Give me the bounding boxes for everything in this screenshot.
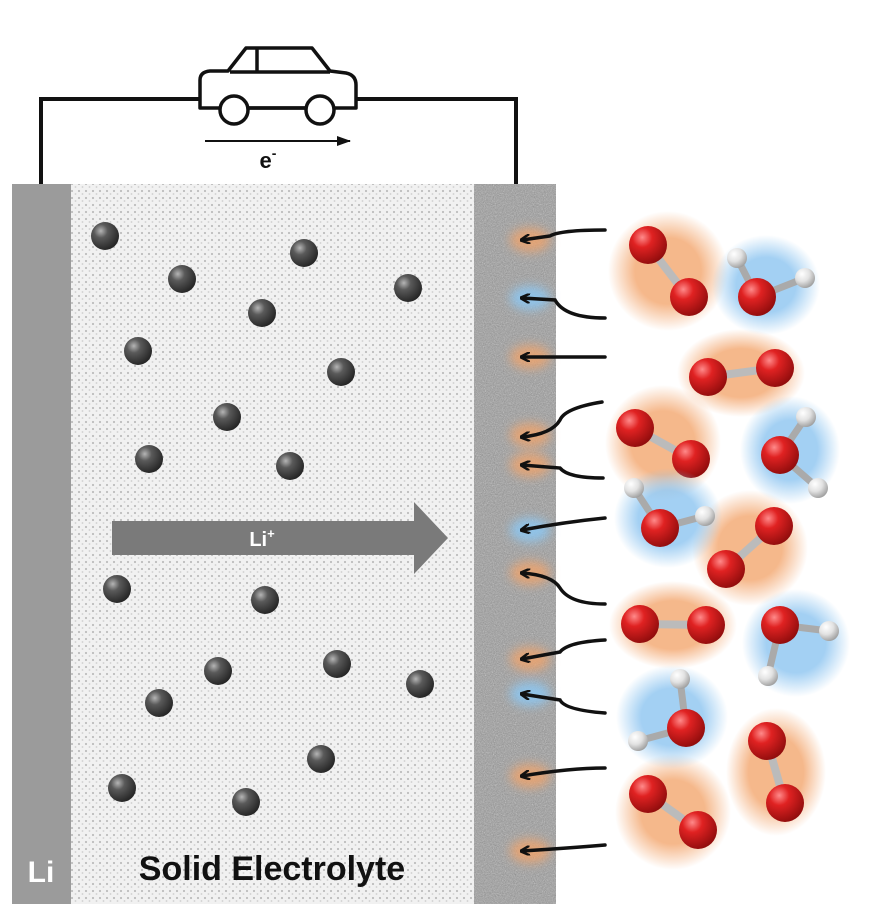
electron-base: e bbox=[260, 148, 272, 173]
li-ion-charge: + bbox=[267, 526, 275, 541]
gas-arrow bbox=[522, 298, 607, 320]
gas-arrow bbox=[522, 465, 605, 480]
particle bbox=[204, 657, 232, 685]
particle bbox=[323, 650, 351, 678]
o2-molecule bbox=[615, 754, 731, 870]
particle bbox=[135, 445, 163, 473]
anode-label: Li bbox=[28, 856, 55, 889]
gas-arrow bbox=[522, 694, 607, 715]
o2-molecules bbox=[605, 211, 826, 870]
o2-molecule bbox=[609, 581, 737, 669]
electron-label: e- bbox=[260, 145, 277, 173]
lithium-anode bbox=[12, 184, 71, 904]
h2o-molecule bbox=[616, 665, 728, 769]
particle bbox=[108, 774, 136, 802]
li-ion-label: Li+ bbox=[249, 526, 275, 551]
gas-arrow bbox=[522, 573, 607, 606]
gas-arrow bbox=[522, 638, 607, 659]
o2-molecule bbox=[608, 211, 728, 331]
gas-arrow bbox=[522, 400, 604, 437]
particle bbox=[394, 274, 422, 302]
particle bbox=[213, 403, 241, 431]
h2o-molecule bbox=[712, 235, 820, 335]
li-ion-flow-arrow bbox=[112, 502, 448, 574]
particle bbox=[251, 586, 279, 614]
particle bbox=[168, 265, 196, 293]
car-icon bbox=[198, 46, 358, 126]
h2o-molecules bbox=[614, 235, 850, 769]
gas-arrow bbox=[522, 516, 607, 530]
o2-molecule bbox=[605, 385, 721, 501]
h2o-molecule bbox=[742, 589, 850, 697]
particle bbox=[327, 358, 355, 386]
particle bbox=[307, 745, 335, 773]
gas-arrow bbox=[522, 843, 607, 851]
gas-arrow bbox=[522, 228, 607, 240]
gas-diffusion-arrows bbox=[522, 228, 607, 851]
h2o-molecule bbox=[740, 396, 840, 504]
particle bbox=[406, 670, 434, 698]
particle bbox=[103, 575, 131, 603]
h2o-molecule bbox=[614, 468, 722, 568]
electron-charge: - bbox=[272, 145, 277, 161]
electrolyte-label: Solid Electrolyte bbox=[139, 850, 405, 888]
electrolyte-particles bbox=[91, 222, 434, 816]
particle bbox=[290, 239, 318, 267]
gas-arrow bbox=[522, 766, 607, 776]
particle bbox=[145, 689, 173, 717]
particle bbox=[232, 788, 260, 816]
particle bbox=[91, 222, 119, 250]
circuit-wire bbox=[39, 97, 518, 184]
particle bbox=[276, 452, 304, 480]
o2-molecule bbox=[677, 329, 805, 417]
o2-molecule bbox=[726, 708, 826, 836]
particle bbox=[124, 337, 152, 365]
li-ion-base: Li bbox=[249, 529, 267, 551]
particle bbox=[248, 299, 276, 327]
